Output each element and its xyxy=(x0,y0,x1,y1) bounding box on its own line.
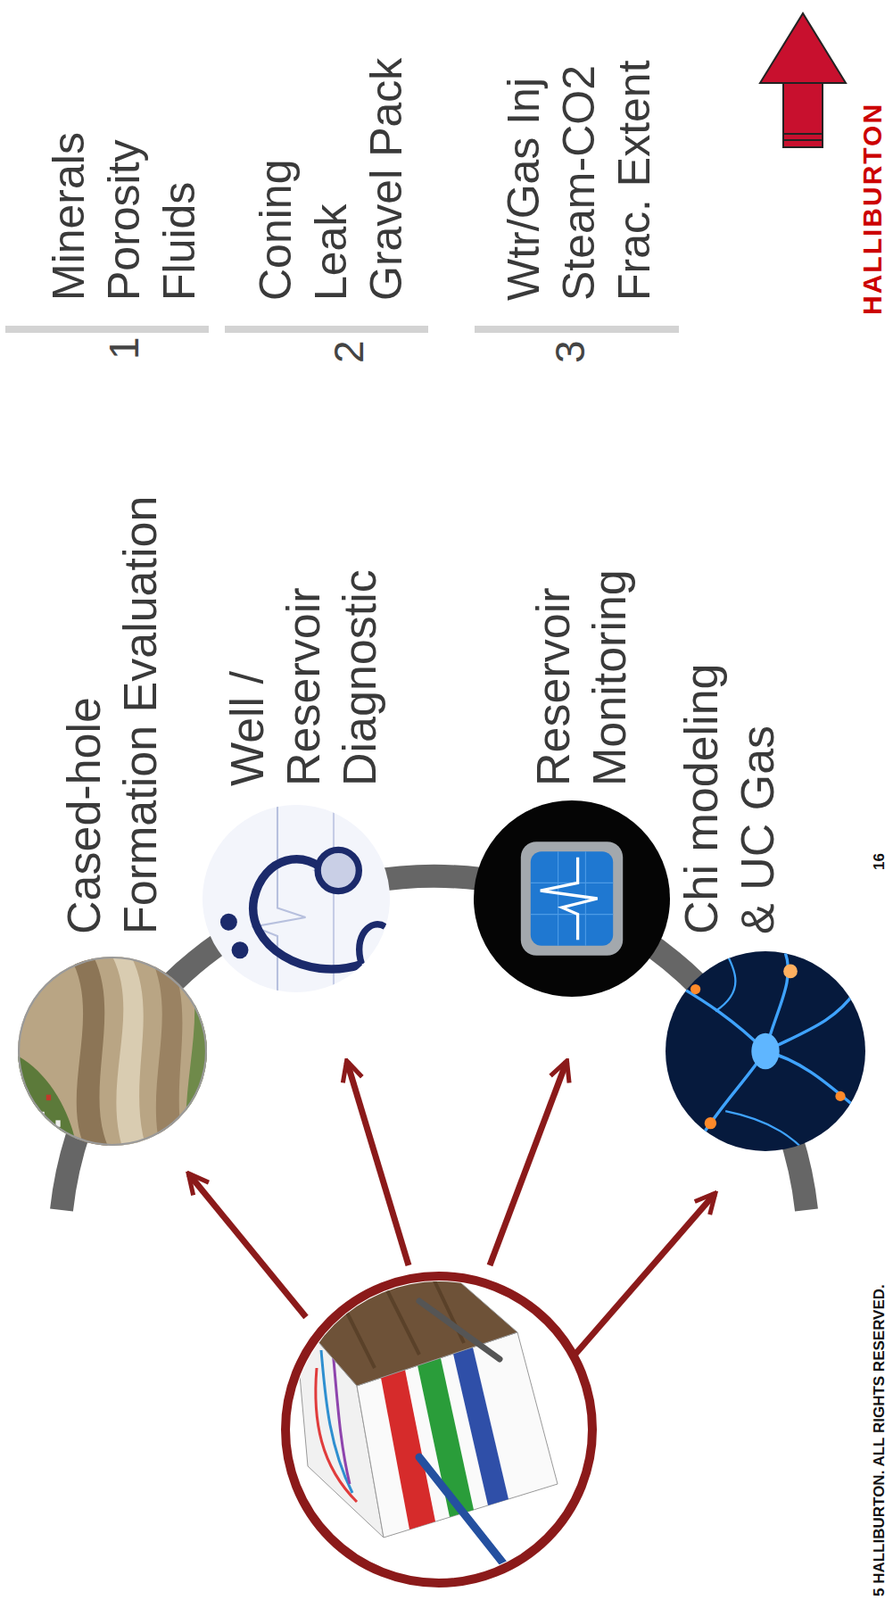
circle-picture xyxy=(665,950,866,1151)
logo-text: HALLIBURTON xyxy=(858,102,887,315)
node-heading: Reservoir Monitoring xyxy=(525,569,638,786)
list-item: Gravel Pack xyxy=(358,57,414,301)
circle-picture xyxy=(17,956,207,1146)
callout-number: 2 xyxy=(324,339,373,364)
circle-picture xyxy=(202,804,390,993)
node-heading: Chi modeling & UC Gas xyxy=(673,663,786,935)
data-cube xyxy=(285,1269,593,1583)
list-item: Fluids xyxy=(151,181,207,301)
list-item: Wtr/Gas Inj xyxy=(496,77,552,301)
node-heading: Cased-hole Formation Evaluation xyxy=(56,496,169,935)
list-item: Steam-CO2 xyxy=(551,65,607,301)
page-number: 16 xyxy=(870,852,889,870)
logo-arrow xyxy=(760,13,846,148)
callout-number: 3 xyxy=(545,339,595,364)
picture-circle: Reservoir Monitoring xyxy=(473,800,670,997)
list-item: Minerals xyxy=(41,132,97,301)
node-heading: Well / Reservoir Diagnostic xyxy=(219,569,389,786)
circle-picture xyxy=(473,800,670,997)
list-item: Leak xyxy=(303,204,359,301)
list-item: Porosity xyxy=(96,139,152,301)
callout-number: 1 xyxy=(99,336,149,360)
picture-circle: Chi modeling & UC Gas xyxy=(665,950,866,1151)
group-bars xyxy=(5,325,679,333)
copyright-note: 5 HALLIBURTON. ALL RIGHTS RESERVED. xyxy=(870,1283,889,1596)
list-item: Frac. Extent xyxy=(606,59,662,301)
list-item: Coning xyxy=(248,159,304,301)
picture-circle: Well / Reservoir Diagnostic xyxy=(202,804,390,993)
picture-circle: Cased-hole Formation Evaluation xyxy=(17,956,207,1146)
